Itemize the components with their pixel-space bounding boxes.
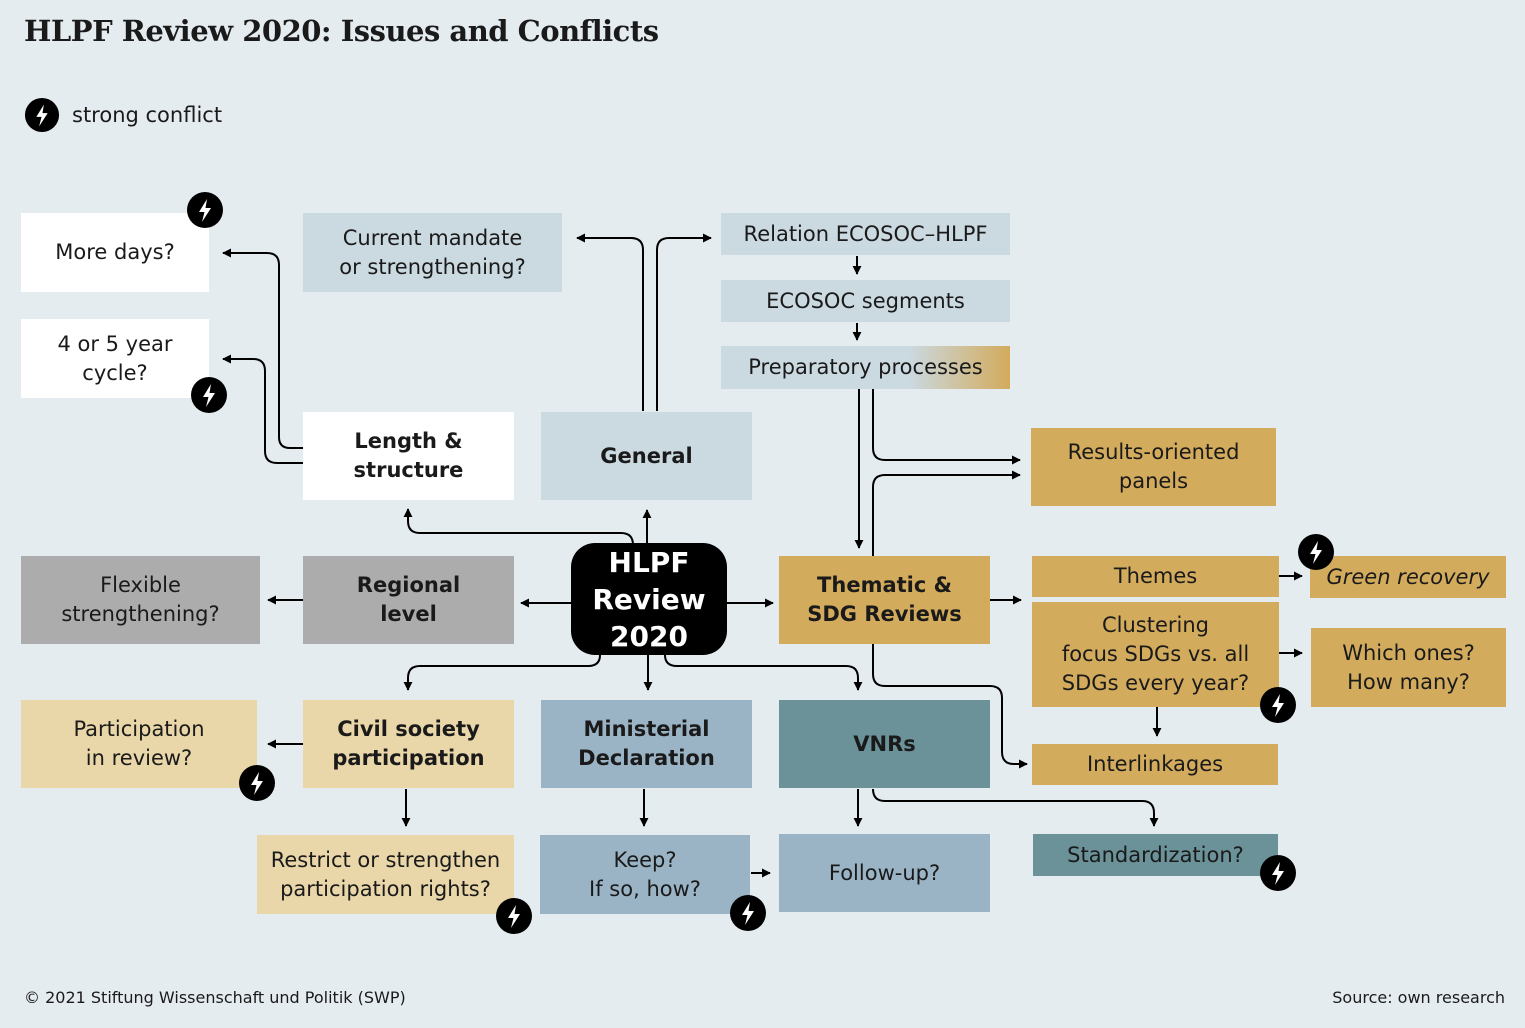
legend: strong conflict bbox=[24, 97, 222, 133]
conflict-bolt-icon bbox=[191, 377, 227, 413]
conflict-bolt-icon bbox=[239, 765, 275, 801]
restrict-or-strengthen-box: Restrict or strengthen participation rig… bbox=[257, 835, 514, 914]
civil-society-participation-box: Civil society participation bbox=[303, 700, 514, 788]
conflict-bolt-icon bbox=[1260, 687, 1296, 723]
green-recovery-box: Green recovery bbox=[1310, 556, 1506, 598]
clustering-box: Clustering focus SDGs vs. all SDGs every… bbox=[1032, 602, 1279, 707]
thematic-sdg-reviews-box: Thematic & SDG Reviews bbox=[779, 556, 990, 644]
lightning-bolt-icon bbox=[24, 97, 60, 133]
arrow-center-to-length bbox=[403, 508, 634, 546]
page-title: HLPF Review 2020: Issues and Conflicts bbox=[24, 14, 659, 48]
arrow-general-to-mandate bbox=[576, 233, 644, 411]
ministerial-declaration-box: Ministerial Declaration bbox=[541, 700, 752, 788]
hlpf-review-center: HLPF Review 2020 bbox=[571, 543, 727, 655]
ecosoc-segments-box: ECOSOC segments bbox=[721, 280, 1010, 322]
results-oriented-panels-box: Results-oriented panels bbox=[1031, 428, 1276, 506]
standardization-box: Standardization? bbox=[1033, 834, 1278, 876]
flexible-strengthening-box: Flexible strengthening? bbox=[21, 556, 260, 644]
conflict-bolt-icon bbox=[187, 192, 223, 228]
copyright: © 2021 Stiftung Wissenschaft und Politik… bbox=[24, 988, 406, 1007]
keep-if-so-how-box: Keep? If so, how? bbox=[540, 835, 750, 914]
conflict-bolt-icon bbox=[1298, 534, 1334, 570]
legend-label: strong conflict bbox=[72, 103, 223, 127]
themes-box: Themes bbox=[1032, 556, 1279, 597]
current-mandate-box: Current mandate or strengthening? bbox=[303, 213, 562, 292]
general-box: General bbox=[541, 412, 752, 500]
cycle-box: 4 or 5 year cycle? bbox=[21, 319, 209, 398]
which-ones-box: Which ones? How many? bbox=[1311, 628, 1506, 707]
relation-ecosoc-hlpf-box: Relation ECOSOC–HLPF bbox=[721, 213, 1010, 255]
vnrs-box: VNRs bbox=[779, 700, 990, 788]
arrow-thematic-to-panels bbox=[872, 470, 1021, 556]
participation-in-review-box: Participation in review? bbox=[21, 700, 257, 788]
conflict-bolt-icon bbox=[1260, 855, 1296, 891]
arrow-length-to-more-days bbox=[222, 248, 303, 449]
arrow-center-to-vnrs bbox=[664, 654, 863, 691]
preparatory-processes-box: Preparatory processes bbox=[721, 346, 1010, 389]
arrow-length-to-cycle bbox=[222, 354, 303, 464]
arrow-center-to-civil bbox=[403, 654, 601, 691]
source-note: Source: own research bbox=[1332, 988, 1505, 1007]
arrow-prep-to-panels bbox=[872, 389, 1021, 465]
follow-up-box: Follow-up? bbox=[779, 834, 990, 912]
arrow-thematic-to-interlinkages bbox=[872, 644, 1028, 769]
arrow-general-to-relation bbox=[656, 233, 712, 411]
length-structure-box: Length & structure bbox=[303, 412, 514, 500]
regional-level-box: Regional level bbox=[303, 556, 514, 644]
conflict-bolt-icon bbox=[730, 895, 766, 931]
conflict-bolt-icon bbox=[496, 898, 532, 934]
more-days-box: More days? bbox=[21, 213, 209, 292]
interlinkages-box: Interlinkages bbox=[1032, 744, 1278, 785]
arrow-vnrs-to-standardization bbox=[872, 788, 1159, 827]
